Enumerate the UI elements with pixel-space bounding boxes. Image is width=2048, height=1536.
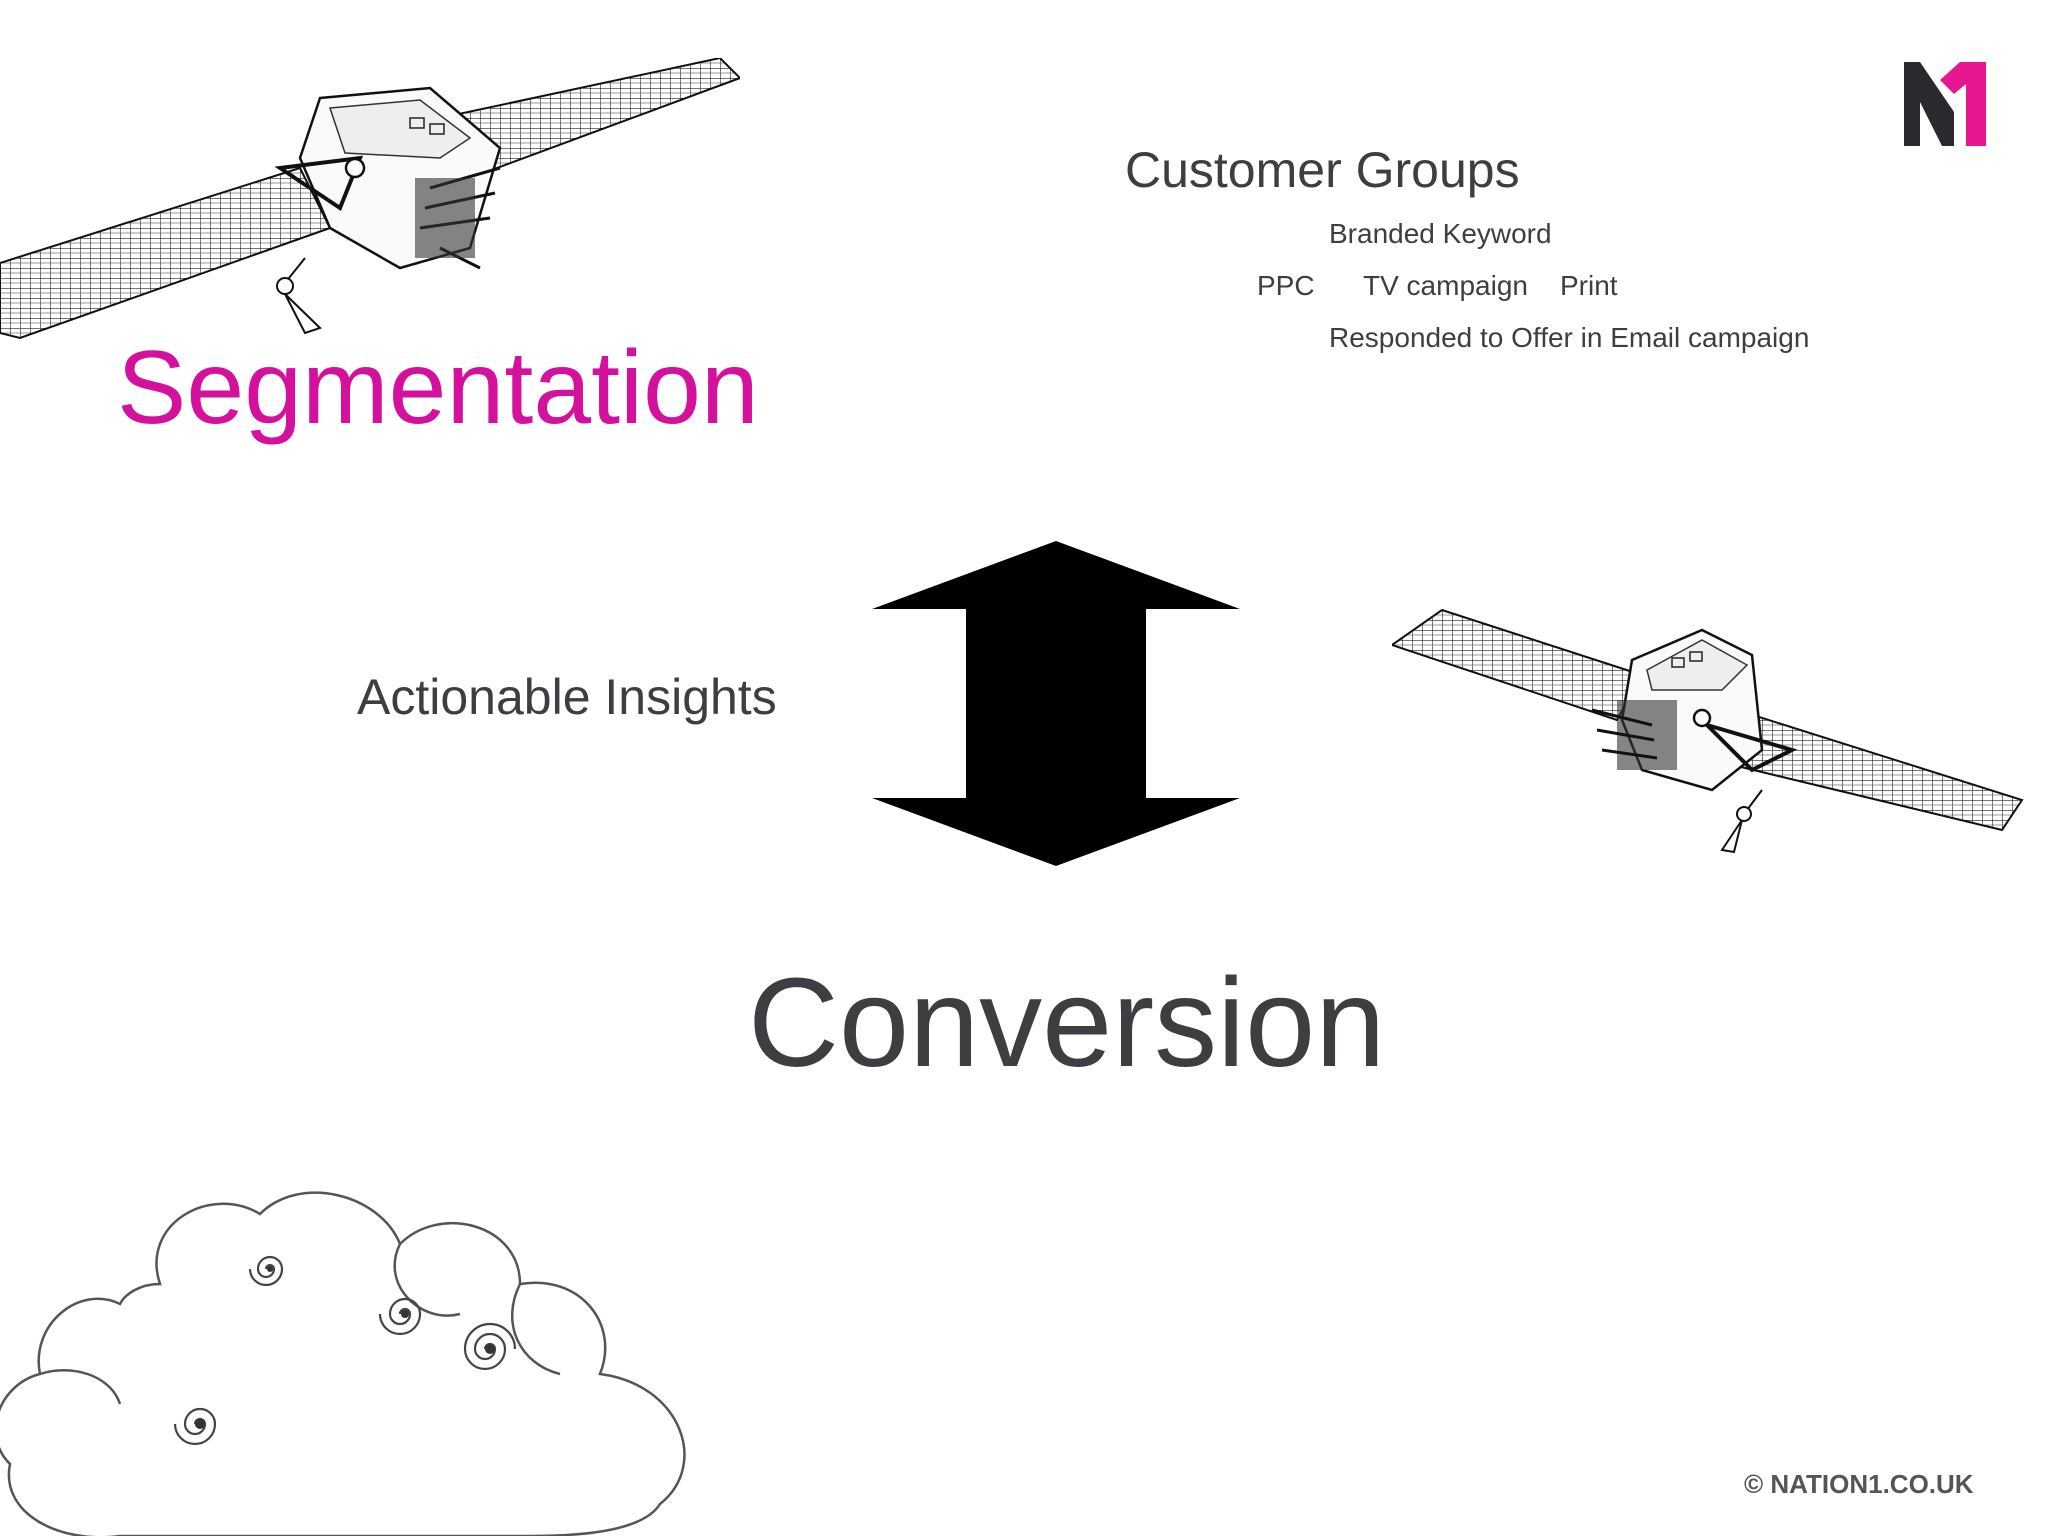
satellite-right-illustration [1392,608,2024,854]
nation1-logo [1904,62,1986,146]
cloud-illustration [0,1191,686,1536]
conversion-heading: Conversion [748,952,1386,1093]
copyright-footer: © NATION1.CO.UK [1744,1469,1974,1499]
group-ppc: PPC [1257,270,1315,301]
group-tv-campaign: TV campaign [1363,270,1528,301]
satellite-left-illustration [0,58,740,340]
actionable-insights-label: Actionable Insights [357,669,777,725]
group-print: Print [1560,270,1618,301]
segmentation-title: Segmentation [117,330,759,446]
double-arrow-icon [872,541,1240,866]
group-email-offer: Responded to Offer in Email campaign [1329,322,1810,353]
customer-groups-heading: Customer Groups [1125,142,1520,198]
group-branded-keyword: Branded Keyword [1329,218,1552,249]
